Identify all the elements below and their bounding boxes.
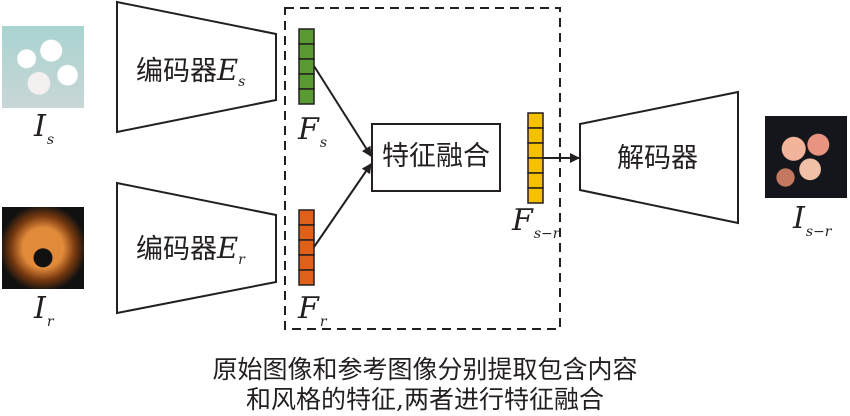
feature-cell (527, 127, 544, 144)
output-image-stylized (765, 116, 847, 198)
arrow-fr-to-fusion (313, 163, 372, 248)
feature-cell (298, 73, 315, 90)
label-fr: Fr (298, 291, 327, 330)
label-is: Is (34, 109, 55, 148)
feature-cell (298, 43, 315, 60)
decoder-shape (579, 90, 739, 225)
feature-bar-fsr (527, 112, 544, 204)
label-ir: Ir (34, 291, 54, 330)
caption-line-1: 原始图像和参考图像分别提取包含内容 (212, 355, 638, 384)
arrow-fs-to-fusion (313, 65, 372, 157)
fusion-region-dashed-box (284, 7, 561, 330)
feature-bar-fr (298, 209, 315, 286)
feature-cell (298, 88, 315, 105)
feature-cell (527, 187, 544, 204)
feature-cell (527, 172, 544, 189)
reference-image-tiger (2, 207, 84, 289)
fusion-box (371, 123, 501, 192)
feature-cell (298, 224, 315, 241)
label-fs: Fs (298, 112, 328, 151)
feature-cell (298, 254, 315, 271)
caption-line-2: 和风格的特征,两者进行特征融合 (246, 385, 604, 414)
feature-cell (298, 28, 315, 45)
feature-cell (298, 269, 315, 286)
label-fsr: Fs−r (512, 203, 560, 242)
encoder-r-shape (116, 181, 277, 315)
feature-cell (527, 112, 544, 129)
feature-cell (298, 239, 315, 256)
encoder-s-label: 编码器Es (136, 53, 246, 90)
feature-cell (298, 209, 315, 226)
feature-cell (527, 157, 544, 174)
fusion-label: 特征融合 (382, 141, 490, 172)
label-isr: Is−r (793, 201, 832, 240)
style-image-cherry-blossom (2, 26, 84, 108)
encoder-s-shape (116, 0, 277, 134)
feature-cell (527, 142, 544, 159)
decoder-label: 解码器 (617, 143, 698, 174)
encoder-r-label: 编码器Er (136, 231, 245, 268)
feature-cell (298, 58, 315, 75)
feature-bar-fs (298, 28, 315, 105)
